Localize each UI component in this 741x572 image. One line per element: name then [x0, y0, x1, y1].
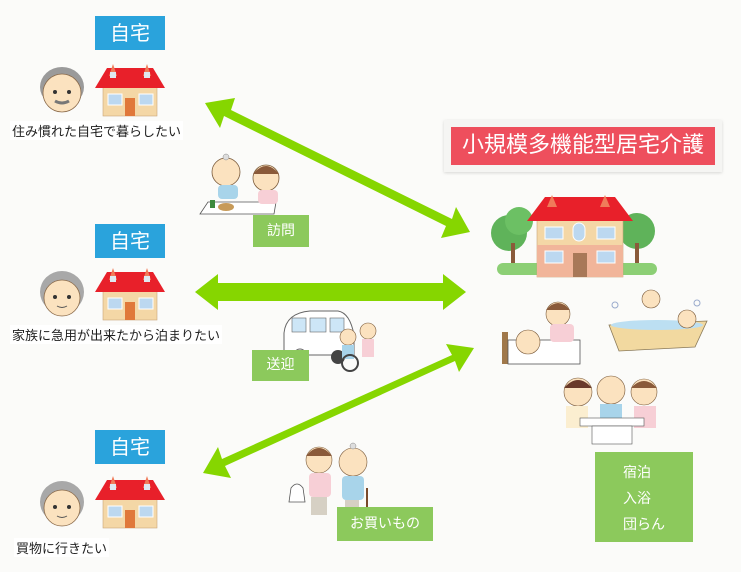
service-tag-visit: 訪問 [253, 215, 309, 247]
service-gathering: 団らん [623, 517, 665, 533]
service-overnight: 宿泊 [623, 465, 651, 481]
facility-building-icon [491, 195, 657, 278]
facility-title: 小規模多機能型居宅介護 [451, 127, 715, 165]
house-icon-2 [95, 268, 165, 321]
overnight-care-illustration [502, 301, 581, 365]
shopping-illustration [288, 442, 368, 516]
double-arrow-bottom [203, 344, 474, 478]
visit-illustration [199, 153, 280, 215]
home-caption-2: 家族に急用が出来たから泊まりたい [10, 325, 223, 344]
double-arrow-top [205, 98, 470, 238]
home-caption-1: 住み慣れた自宅で暮らしたい [10, 121, 184, 140]
grandma-icon [40, 271, 84, 317]
bathing-illustration [608, 289, 708, 352]
grandma-icon [40, 481, 84, 527]
double-arrow-middle [195, 274, 466, 310]
facility-title-box: 小規模多機能型居宅介護 [444, 120, 722, 172]
home-tag-1: 自宅 [95, 16, 165, 50]
house-icon-1 [95, 64, 165, 117]
gathering-illustration [563, 375, 658, 445]
service-tag-pickup: 送迎 [252, 350, 309, 381]
home-tag-3: 自宅 [95, 430, 165, 464]
service-tag-shopping: お買いもの [337, 507, 433, 541]
facility-services-tag: 宿泊 入浴 団らん [595, 452, 693, 542]
house-icon-3 [95, 476, 165, 529]
home-caption-3: 買物に行きたい [14, 538, 110, 557]
service-bathing: 入浴 [623, 491, 651, 507]
pickup-car-illustration [283, 310, 377, 372]
home-tag-2: 自宅 [95, 224, 165, 258]
grandpa-icon [40, 67, 84, 113]
